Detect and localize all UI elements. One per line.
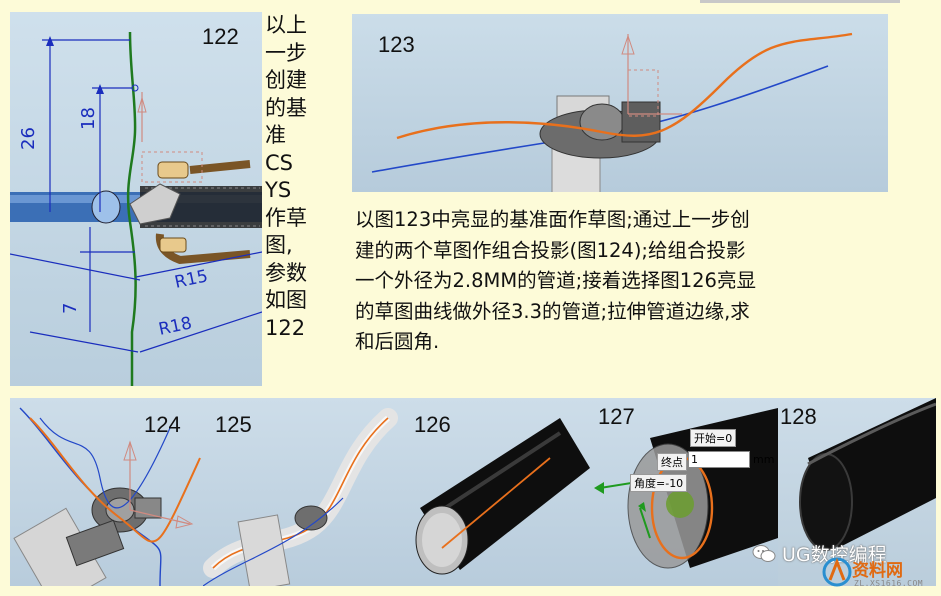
figure-128-panel: 128 [778,398,936,586]
dim-7: 7 [60,303,81,314]
description-line: 建的两个草图作组合投影(图124);给组合投影 [355,238,746,262]
orange-sketch-curve [29,417,201,543]
end-label: 终点 [657,453,687,471]
figure-122-panel: 26 18 7 R15 R18 122 [10,12,262,386]
rounded-tube-end [799,453,853,551]
angle-field[interactable]: 角度=-10 [630,474,688,492]
description-line: 的草图曲线做外径3.3的管道;拉伸管道边缘,求 [355,299,750,323]
side-caption-line: CS [265,150,293,175]
side-caption-line: 作草 [265,205,307,230]
start-distance-field[interactable]: 开始=0 [690,429,737,447]
figure-number: 124 [144,412,181,437]
side-caption-line: 以上 [265,13,307,37]
tube-end [91,190,121,224]
logo-mark-icon [822,557,852,587]
figure-number: 127 [598,404,635,429]
orange-sketch-curve [441,457,551,549]
figure-123-panel: 123 [352,14,888,192]
side-caption: 以上 一步 创建 的基 准 CS YS 作草 图, 参数 如图 122 [265,12,319,342]
side-caption-line: 一步 [265,40,307,65]
site-logo: 资料网 ZL.XS1616.COM [822,554,937,594]
description-line: 和后圆角. [355,330,440,353]
figure-126-drawing [415,418,590,575]
watermark-text: UG数控编程 [782,543,887,566]
logo-title: 资料网 [852,561,903,581]
figure-125-panel: 125 [203,398,400,586]
side-caption-line: 图, [265,233,293,257]
dim-26: 26 [18,127,39,150]
angle-value: -10 [665,477,684,490]
side-caption-line: 的基 [265,95,307,120]
side-caption-line: 参数 [265,260,307,285]
watermark: UG数控编程 [752,538,887,568]
figure-number: 125 [215,412,252,437]
side-caption-line: YS [265,178,292,202]
start-value: 0 [725,432,733,445]
end-value-input[interactable] [688,451,750,468]
dim-18: 18 [78,107,99,130]
dim-r15: R15 [173,266,210,293]
top-edge-bar [700,0,900,3]
orange-sketch-curve [396,32,853,140]
side-caption-line: 122 [265,315,306,340]
pipe-body [203,408,398,578]
start-label: 开始 [694,432,716,445]
figure-124-panel: 124 [10,398,203,586]
figure-124-drawing [13,407,201,586]
figure-127-panel: 127 开始=0 终点 mm 角度=-10 [590,398,778,586]
side-caption-line: 如图 [265,288,307,312]
figure-number: 128 [780,404,817,429]
figure-number: 126 [414,412,451,437]
angle-label: 角度 [634,477,656,490]
wechat-icon [752,545,776,562]
description-text: 以图123中亮显的基准面作草图;通过上一步创 建的两个草图作组合投影(图124)… [355,205,880,358]
end-unit: mm [753,453,775,466]
figure-128-drawing [799,398,936,551]
figure-127-drawing [594,408,778,569]
figure-126-panel: 126 [400,398,590,586]
figure-number: 123 [378,32,415,57]
figure-123-drawing [371,32,853,192]
figure-number: 122 [202,24,239,49]
side-caption-line: 创建 [265,68,307,92]
side-caption-line: 准 [265,123,286,147]
description-line: 一个外径为2.8MM的管道;接着选择图126亮显 [355,269,756,292]
figure-125-drawing [203,408,398,586]
figure-122-drawing: 26 18 7 R15 R18 [10,31,262,386]
logo-subtitle: ZL.XS1616.COM [854,579,924,588]
description-line: 以图123中亮显的基准面作草图;通过上一步创 [355,208,750,231]
